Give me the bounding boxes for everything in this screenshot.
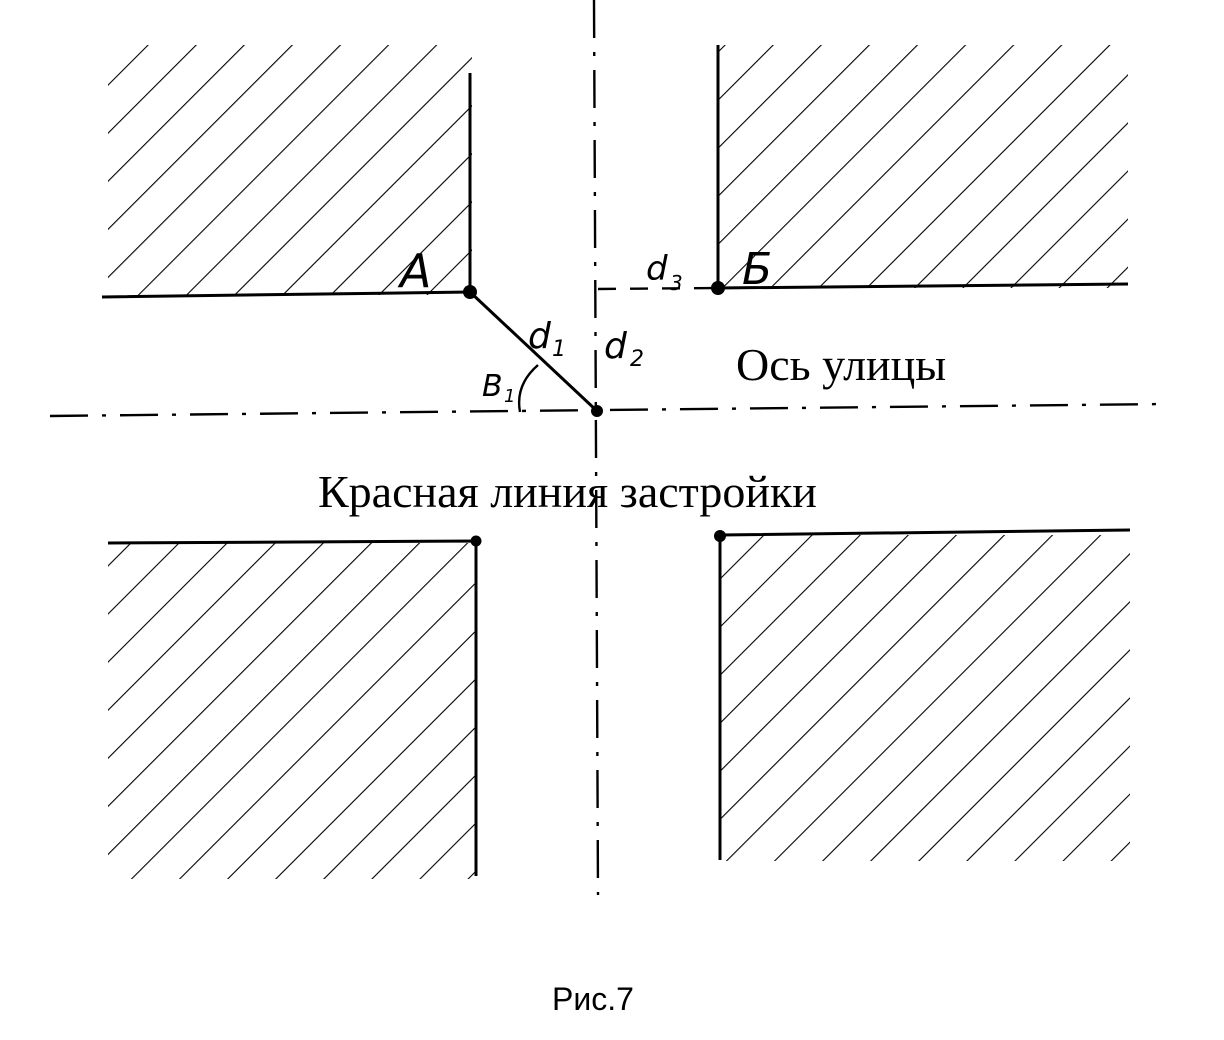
distance-line-d1 bbox=[468, 290, 599, 413]
angle-arc bbox=[517, 364, 539, 413]
label-d2: d bbox=[604, 326, 628, 367]
label-d1: d bbox=[528, 316, 552, 357]
distance-line-d3 bbox=[597, 286, 719, 291]
vertical-street-axis bbox=[592, 0, 600, 896]
figure-caption: Рис.7 bbox=[552, 981, 634, 1017]
block-top-left bbox=[108, 45, 472, 295]
label-angle: B bbox=[482, 369, 503, 404]
label-red-line: Красная линия застройки bbox=[318, 466, 817, 517]
point-b bbox=[711, 281, 725, 295]
label-d2-sub: 2 bbox=[630, 347, 644, 372]
block-top-right bbox=[718, 45, 1128, 288]
axis-intersection-point bbox=[591, 405, 603, 417]
horizontal-street-axis bbox=[49, 402, 1166, 418]
point-a bbox=[463, 285, 477, 299]
block-bottom-left bbox=[108, 543, 476, 879]
label-street-axis: Ось улицы bbox=[736, 339, 946, 390]
label-d3: d bbox=[646, 249, 668, 289]
point-bottom-right-corner bbox=[714, 530, 726, 542]
point-bottom-left-corner bbox=[470, 535, 482, 547]
label-angle-sub: 1 bbox=[504, 386, 515, 407]
block-bottom-right bbox=[720, 535, 1130, 861]
points bbox=[463, 281, 726, 547]
label-d1-sub: 1 bbox=[552, 337, 566, 362]
label-point-b: Б bbox=[742, 244, 772, 295]
street-axes bbox=[49, 0, 1166, 896]
label-d3-sub: 3 bbox=[670, 271, 683, 295]
label-point-a: А bbox=[397, 244, 431, 298]
